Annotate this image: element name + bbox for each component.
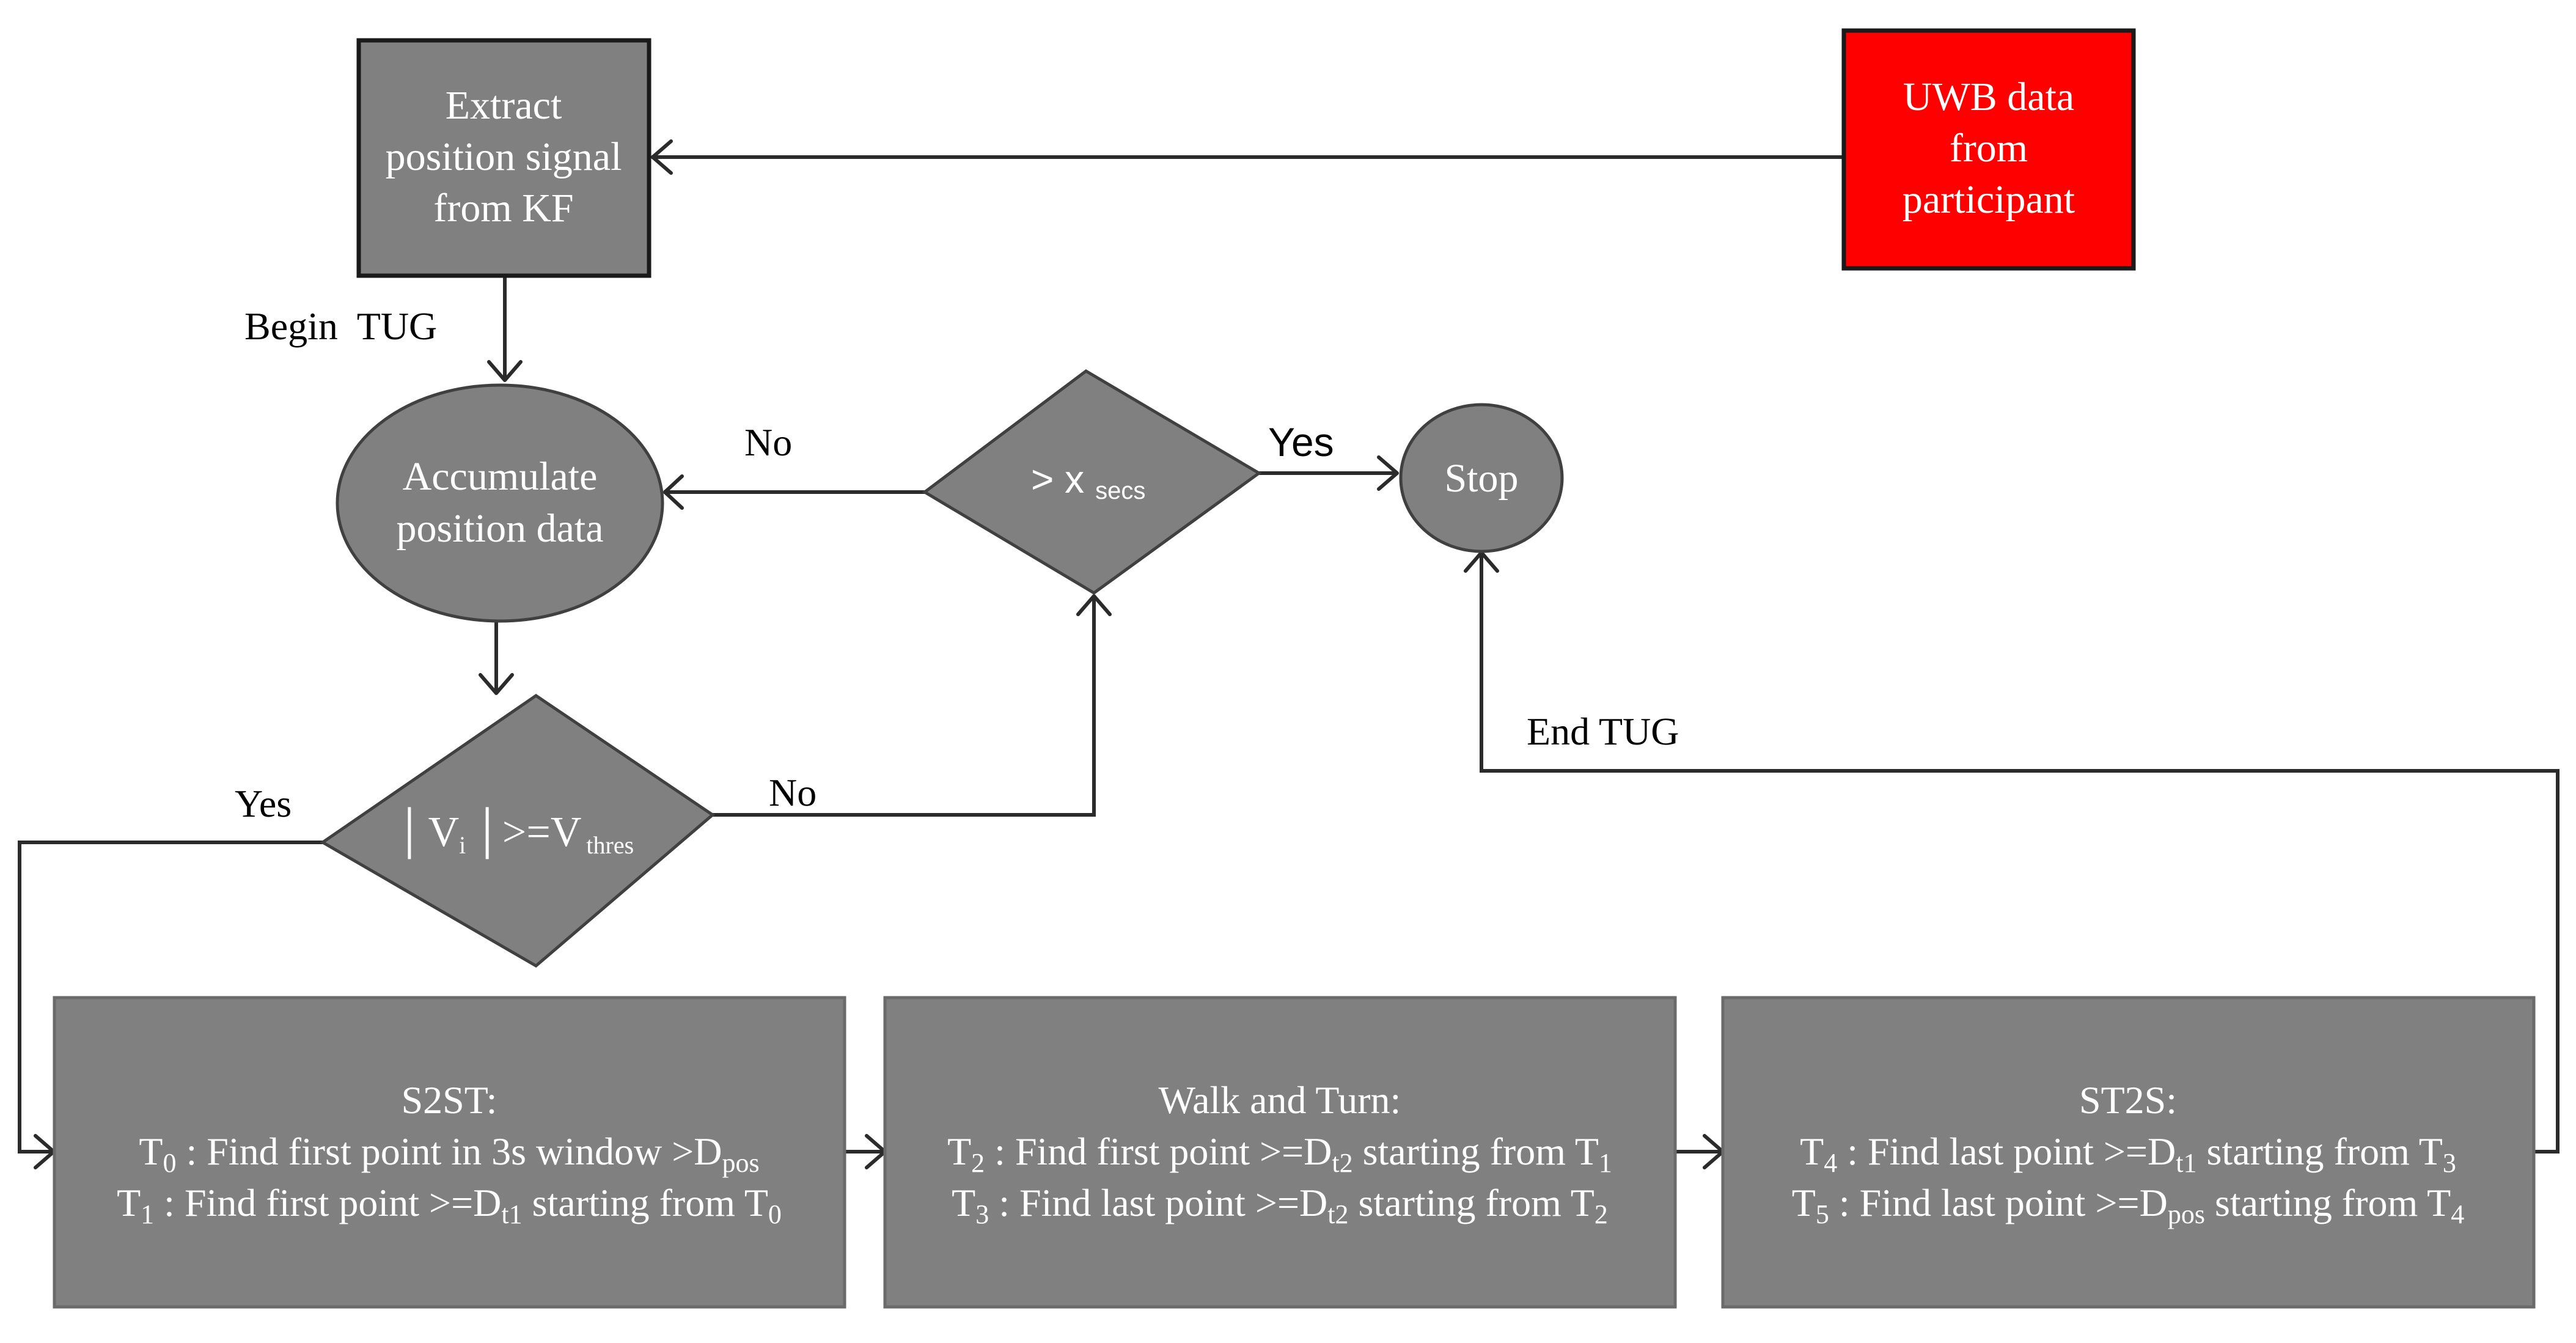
edge-extract-to-accumulate xyxy=(487,276,523,382)
node-st2s: ST2S: T4 : Find last point >=Dt1 startin… xyxy=(1721,996,2536,1309)
accumulate-line-2: position data xyxy=(396,506,603,551)
edge-timeout-to-accumulate xyxy=(663,474,925,510)
node-extract: Extract position signal from KF xyxy=(356,38,651,278)
stop-label: Stop xyxy=(1444,456,1518,501)
edge-velocity-to-timeout xyxy=(713,594,1112,817)
st2s-line-1: T4 : Find last point >=Dt1 starting from… xyxy=(1800,1130,2456,1178)
label-yes-left: Yes xyxy=(235,782,292,825)
edge-walk-to-st2s xyxy=(1675,1134,1725,1169)
extract-line-3: from KF xyxy=(433,186,573,230)
s2st-line-2: T1 : Find first point >=Dt1 starting fro… xyxy=(117,1181,782,1229)
uwb-line-1: UWB data xyxy=(1903,75,2074,119)
edge-s2st-to-walk xyxy=(845,1134,887,1169)
label-begin-tug: Begin TUG xyxy=(244,304,437,348)
st2s-title: ST2S: xyxy=(2079,1078,2177,1122)
node-accumulate: Accumulate position data xyxy=(336,383,664,623)
accumulate-line-1: Accumulate xyxy=(403,454,598,499)
edge-timeout-to-stop xyxy=(1259,455,1399,491)
label-no-top: No xyxy=(744,421,792,464)
uwb-line-3: participant xyxy=(1903,177,2075,222)
label-no-bottom: No xyxy=(769,771,816,814)
s2st-line-1: T0 : Find first point in 3s window >Dpos xyxy=(139,1130,759,1178)
label-yes-top: Yes xyxy=(1268,419,1334,465)
node-s2st: S2ST: T0 : Find first point in 3s window… xyxy=(53,996,846,1309)
edge-accumulate-to-velocity xyxy=(479,622,514,695)
edge-uwb-to-extract xyxy=(651,139,1848,175)
uwb-line-2: from xyxy=(1950,126,2028,171)
node-uwb-source: UWB data from participant xyxy=(1841,28,2136,271)
s2st-title: S2ST: xyxy=(402,1078,497,1122)
node-stop: Stop xyxy=(1399,403,1564,553)
walk-line-2: T3 : Find last point >=Dt2 starting from… xyxy=(952,1181,1608,1229)
extract-line-2: position signal xyxy=(386,134,622,179)
label-end-tug: End TUG xyxy=(1527,710,1679,753)
st2s-line-2: T5 : Find last point >=Dpos starting fro… xyxy=(1792,1181,2465,1229)
walk-title: Walk and Turn: xyxy=(1159,1078,1401,1122)
walk-line-1: T2 : Find first point >=Dt2 starting fro… xyxy=(947,1130,1612,1178)
node-walk-and-turn: Walk and Turn: T2 : Find first point >=D… xyxy=(883,996,1677,1309)
extract-line-1: Extract xyxy=(446,83,562,128)
